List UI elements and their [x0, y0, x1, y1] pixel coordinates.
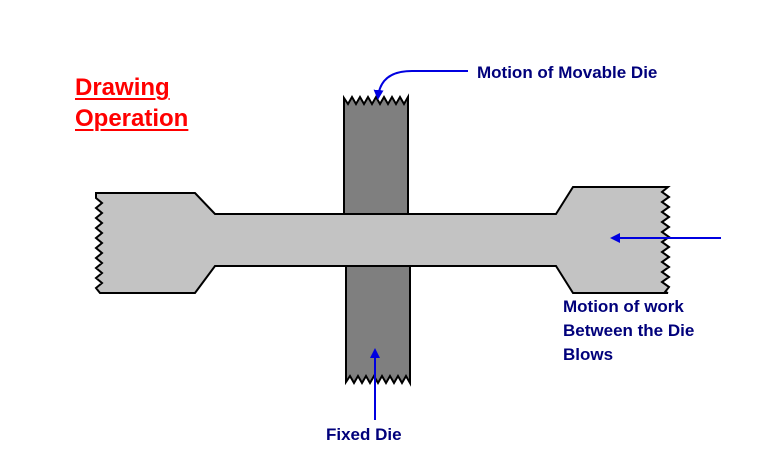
work-motion-label: Motion of work Between the Die Blows	[563, 295, 694, 367]
diagram-title: Drawing Operation	[75, 72, 188, 134]
fixed-die-label: Fixed Die	[326, 425, 402, 444]
fixed-die	[345, 265, 411, 387]
work-motion-line-1: Motion of work	[563, 297, 684, 316]
title-line-2: Operation	[75, 105, 189, 132]
movable-die-label: Motion of Movable Die	[477, 63, 658, 82]
movable-die-arrow	[373, 70, 468, 100]
title-line-1: Drawing	[75, 74, 170, 101]
work-motion-line-2: Between the Die	[563, 321, 695, 340]
work-motion-line-3: Blows	[563, 345, 614, 364]
workpiece	[94, 186, 671, 294]
movable-die	[343, 93, 409, 215]
